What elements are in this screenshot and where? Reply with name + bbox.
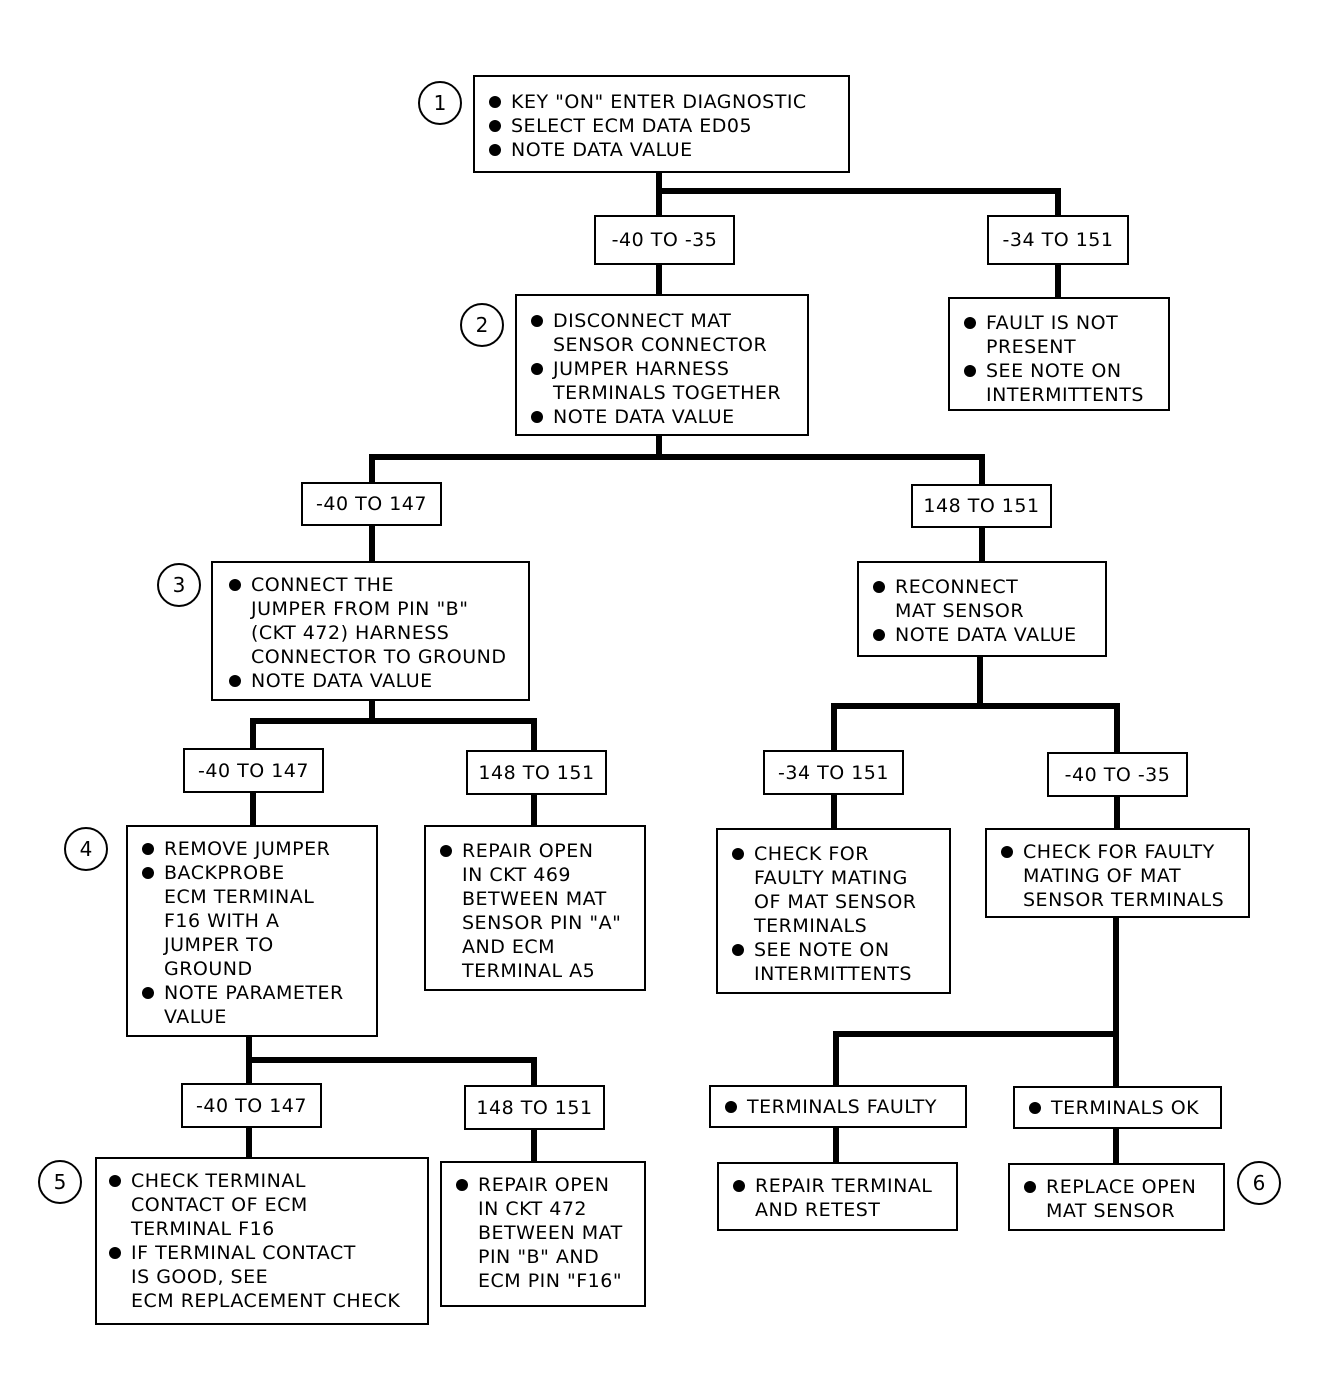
connector-reconnect [831,653,1120,831]
instruction-item: FAULT IS NOT PRESENT [962,311,1160,359]
connector-2 [369,432,985,564]
instruction-item: RECONNECT MAT SENSOR [871,575,1097,623]
instruction-item: TERMINALS OK [1027,1096,1214,1120]
instruction-item: REMOVE JUMPER [140,837,370,861]
value-range-label: 148 TO 151 [464,1085,605,1130]
instruction-item: REPAIR OPEN IN CKT 469 BETWEEN MAT SENSO… [438,839,638,983]
terminals-ok-box: TERMINALS OK [1013,1086,1222,1129]
check-faulty-terminals-box: CHECK FOR FAULTY MATING OF MAT SENSOR TE… [985,828,1250,918]
value-range-label: -40 TO 147 [301,482,442,526]
repair-ckt-469-box: REPAIR OPEN IN CKT 469 BETWEEN MAT SENSO… [424,825,646,991]
instruction-item: TERMINALS FAULTY [723,1095,959,1119]
instruction-item: JUMPER HARNESS TERMINALS TOGETHER [529,357,799,405]
instruction-item: CONNECT THE JUMPER FROM PIN "B" (CKT 472… [227,573,522,669]
repair-ckt-472-box: REPAIR OPEN IN CKT 472 BETWEEN MAT PIN "… [440,1161,646,1307]
check-faulty-mating-box: CHECK FOR FAULTY MATING OF MAT SENSOR TE… [716,828,951,994]
step-1-box: KEY "ON" ENTER DIAGNOSTIC SELECT ECM DAT… [473,75,850,173]
step-1-marker: 1 [418,81,462,125]
step-2-box: DISCONNECT MAT SENSOR CONNECTOR JUMPER H… [515,294,809,436]
step-4-marker: 4 [64,827,108,871]
fault-not-present-box: FAULT IS NOT PRESENT SEE NOTE ON INTERMI… [948,297,1170,411]
value-range-label: -34 TO 151 [987,215,1129,265]
instruction-item: CHECK FOR FAULTY MATING OF MAT SENSOR TE… [730,842,943,938]
value-range-label: -40 TO -35 [594,215,735,265]
instruction-item: NOTE DATA VALUE [487,138,838,162]
instruction-item: REPAIR OPEN IN CKT 472 BETWEEN MAT PIN "… [454,1173,638,1293]
value-range-label: -40 TO 147 [181,1083,322,1128]
connector-checkfaulty [833,913,1119,1166]
connector-3 [250,697,537,828]
value-range-label: -40 TO 147 [183,748,324,793]
replace-open-mat-box: REPLACE OPEN MAT SENSOR [1008,1163,1225,1231]
instruction-item: NOTE DATA VALUE [227,669,522,693]
instruction-item: NOTE DATA VALUE [529,405,799,429]
instruction-item: NOTE DATA VALUE [871,623,1097,647]
instruction-item: IF TERMINAL CONTACT IS GOOD, SEE ECM REP… [107,1241,423,1313]
step-5-marker: 5 [38,1160,82,1204]
instruction-item: SEE NOTE ON INTERMITTENTS [962,359,1160,407]
instruction-item: DISCONNECT MAT SENSOR CONNECTOR [529,309,799,357]
instruction-item: BACKPROBE ECM TERMINAL F16 WITH A JUMPER… [140,861,370,981]
reconnect-mat-box: RECONNECT MAT SENSOR NOTE DATA VALUE [857,561,1107,657]
value-range-label: 148 TO 151 [911,484,1052,528]
step-3-box: CONNECT THE JUMPER FROM PIN "B" (CKT 472… [211,561,530,701]
instruction-item: SEE NOTE ON INTERMITTENTS [730,938,943,986]
instruction-item: KEY "ON" ENTER DIAGNOSTIC [487,90,838,114]
step-6-marker: 6 [1237,1161,1281,1205]
instruction-item: REPAIR TERMINAL AND RETEST [731,1174,950,1222]
value-range-label: -34 TO 151 [763,750,904,795]
connector-1 [656,169,1061,300]
step-5-box: CHECK TERMINAL CONTACT OF ECM TERMINAL F… [95,1157,429,1325]
step-2-marker: 2 [460,303,504,347]
terminals-faulty-box: TERMINALS FAULTY [709,1085,967,1128]
value-range-label: 148 TO 151 [466,750,607,795]
instruction-item: CHECK FOR FAULTY MATING OF MAT SENSOR TE… [999,840,1242,912]
step-3-marker: 3 [157,563,201,607]
instruction-item: SELECT ECM DATA ED05 [487,114,838,138]
instruction-item: NOTE PARAMETER VALUE [140,981,370,1029]
instruction-item: CHECK TERMINAL CONTACT OF ECM TERMINAL F… [107,1169,423,1241]
connector-4 [246,1033,537,1164]
value-range-label: -40 TO -35 [1047,752,1188,797]
step-4-box: REMOVE JUMPER BACKPROBE ECM TERMINAL F16… [126,825,378,1037]
repair-terminal-box: REPAIR TERMINAL AND RETEST [717,1162,958,1231]
instruction-item: REPLACE OPEN MAT SENSOR [1022,1175,1217,1223]
